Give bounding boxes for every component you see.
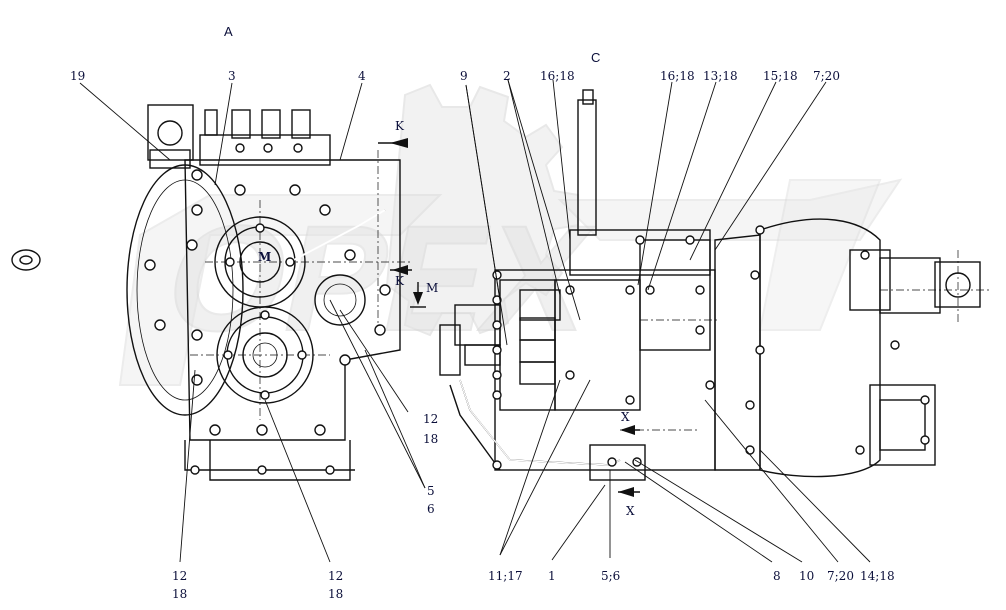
arrow-x-bottom <box>618 487 640 497</box>
callout-19: 19 <box>70 69 85 83</box>
arrow-m <box>410 282 426 308</box>
callout-5-6: 5;6 <box>601 569 620 583</box>
right-view-housing <box>439 89 990 481</box>
callout-12-right-b: 18 <box>423 432 438 446</box>
callout-3: 3 <box>228 69 236 83</box>
callout-16-18a: 16;18 <box>540 69 575 83</box>
callout-14-18: 14;18 <box>860 569 895 583</box>
center-m-label: M <box>258 250 271 264</box>
lever-end <box>11 249 41 271</box>
callout-11-17: 11;17 <box>488 569 523 583</box>
callout-13-18: 13;18 <box>703 69 738 83</box>
leader-lines <box>79 79 871 563</box>
callout-4: 4 <box>358 69 366 83</box>
callout-16-18b: 16;18 <box>660 69 695 83</box>
arrow-x-top <box>620 425 640 435</box>
callout-7-20-bottom: 7;20 <box>827 569 854 583</box>
arrow-m-label: M <box>426 281 438 295</box>
callout-8: 8 <box>773 569 781 583</box>
callout-labels: 19 3 4 9 2 16;18 16;18 13;18 15;18 7;20 … <box>70 69 895 601</box>
callout-12-bottom-left-a: 12 <box>172 569 187 583</box>
callout-6: 6 <box>427 502 435 516</box>
callout-12-bottom-left-b: 18 <box>172 587 187 601</box>
callout-12-bottom-mid-b: 18 <box>328 587 343 601</box>
callout-15-18: 15;18 <box>763 69 798 83</box>
callout-12-right-a: 12 <box>423 412 438 426</box>
arrow-k-mid-label: K <box>395 274 405 288</box>
left-view-housing <box>11 104 410 481</box>
callout-7-20-top: 7;20 <box>813 69 840 83</box>
callout-5: 5 <box>427 484 435 498</box>
callout-2: 2 <box>503 69 511 83</box>
callout-1: 1 <box>548 569 556 583</box>
arrow-k-mid <box>390 265 412 275</box>
arrow-x-bottom-label: X <box>626 504 635 518</box>
callout-12-bottom-mid-a: 12 <box>328 569 343 583</box>
view-labels: A C K K M M X X <box>224 24 635 518</box>
arrow-k-top-label: K <box>395 119 405 133</box>
callout-9: 9 <box>460 69 468 83</box>
arrow-x-top-label: X <box>621 410 630 424</box>
view-label-a: A <box>224 24 233 39</box>
callout-10: 10 <box>799 569 814 583</box>
arrow-k-top <box>378 138 408 148</box>
view-label-c: C <box>591 50 600 65</box>
